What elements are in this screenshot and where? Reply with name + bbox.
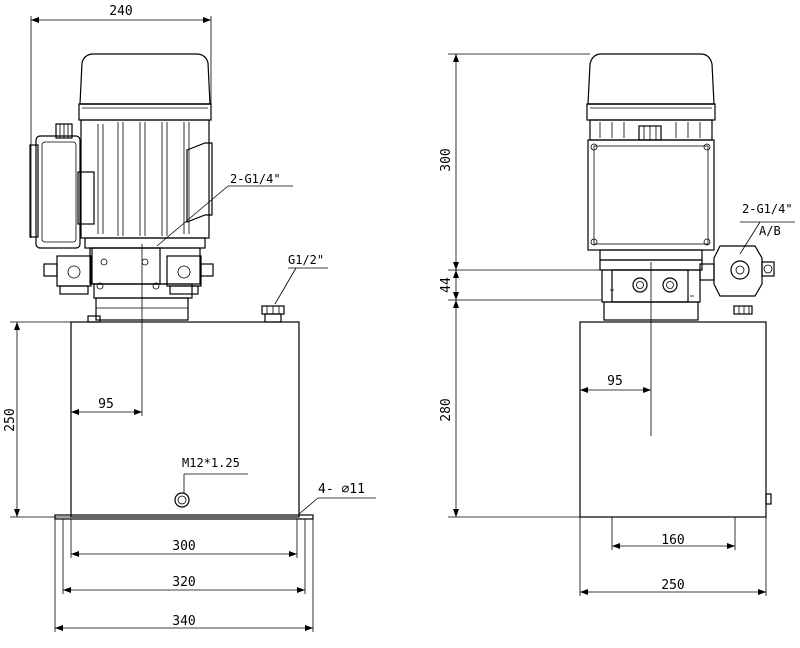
side-terminal-box (587, 139, 715, 261)
fill-port-label: G1/2" (288, 253, 324, 267)
motor-fan-cover (78, 53, 212, 121)
leader-holes: 4- ⌀11 (298, 482, 376, 515)
dim-160-label: 160 (661, 533, 684, 548)
dim-side-vertical: 300 44 280 (439, 53, 602, 518)
motor-body (77, 119, 213, 239)
side-filler-cap (733, 305, 753, 315)
side-motor-flange (589, 119, 713, 141)
drain-thread-label: M12*1.25 (182, 456, 240, 470)
tank-front: 95 M12*1.25 (54, 244, 314, 520)
ports-label-front: 2-G1/4" (230, 172, 281, 186)
side-motor-fan (586, 53, 716, 121)
offset-95-side: 95 (607, 374, 623, 389)
dim-240-label: 240 (109, 4, 132, 19)
dim-44-side: 44 (439, 277, 454, 293)
dim-300-label: 300 (172, 539, 195, 554)
dim-top-width: 240 (30, 4, 212, 238)
solenoid-ports (43, 255, 214, 295)
tank-side: 95 (579, 262, 772, 518)
ports-ab-label: A/B (759, 224, 781, 238)
dim-250-side: 250 (661, 578, 684, 593)
side-view: 2-G1/4" A/B 95 (439, 53, 795, 596)
dim-bottom-front: 300 320 340 (54, 519, 314, 632)
dim-300-side: 300 (439, 148, 454, 171)
dim-bottom-side: 160 250 (579, 517, 767, 596)
offset-95-front: 95 (98, 397, 114, 412)
valve-block (84, 237, 206, 321)
holes-label: 4- ⌀11 (318, 482, 365, 497)
leader-ports-front: 2-G1/4" (156, 172, 293, 247)
ports-label-side: 2-G1/4" (742, 202, 793, 216)
dim-340-label: 340 (172, 614, 195, 629)
dim-tank-height-front: 250 (3, 321, 71, 518)
dim-250-front: 250 (3, 408, 18, 431)
dim-320-label: 320 (172, 575, 195, 590)
filler-cap: G1/2" (261, 253, 328, 323)
front-view: 240 (3, 4, 376, 632)
dim-280-side: 280 (439, 398, 454, 421)
terminal-box (29, 123, 81, 249)
side-ports-ab: 2-G1/4" A/B (699, 202, 795, 297)
